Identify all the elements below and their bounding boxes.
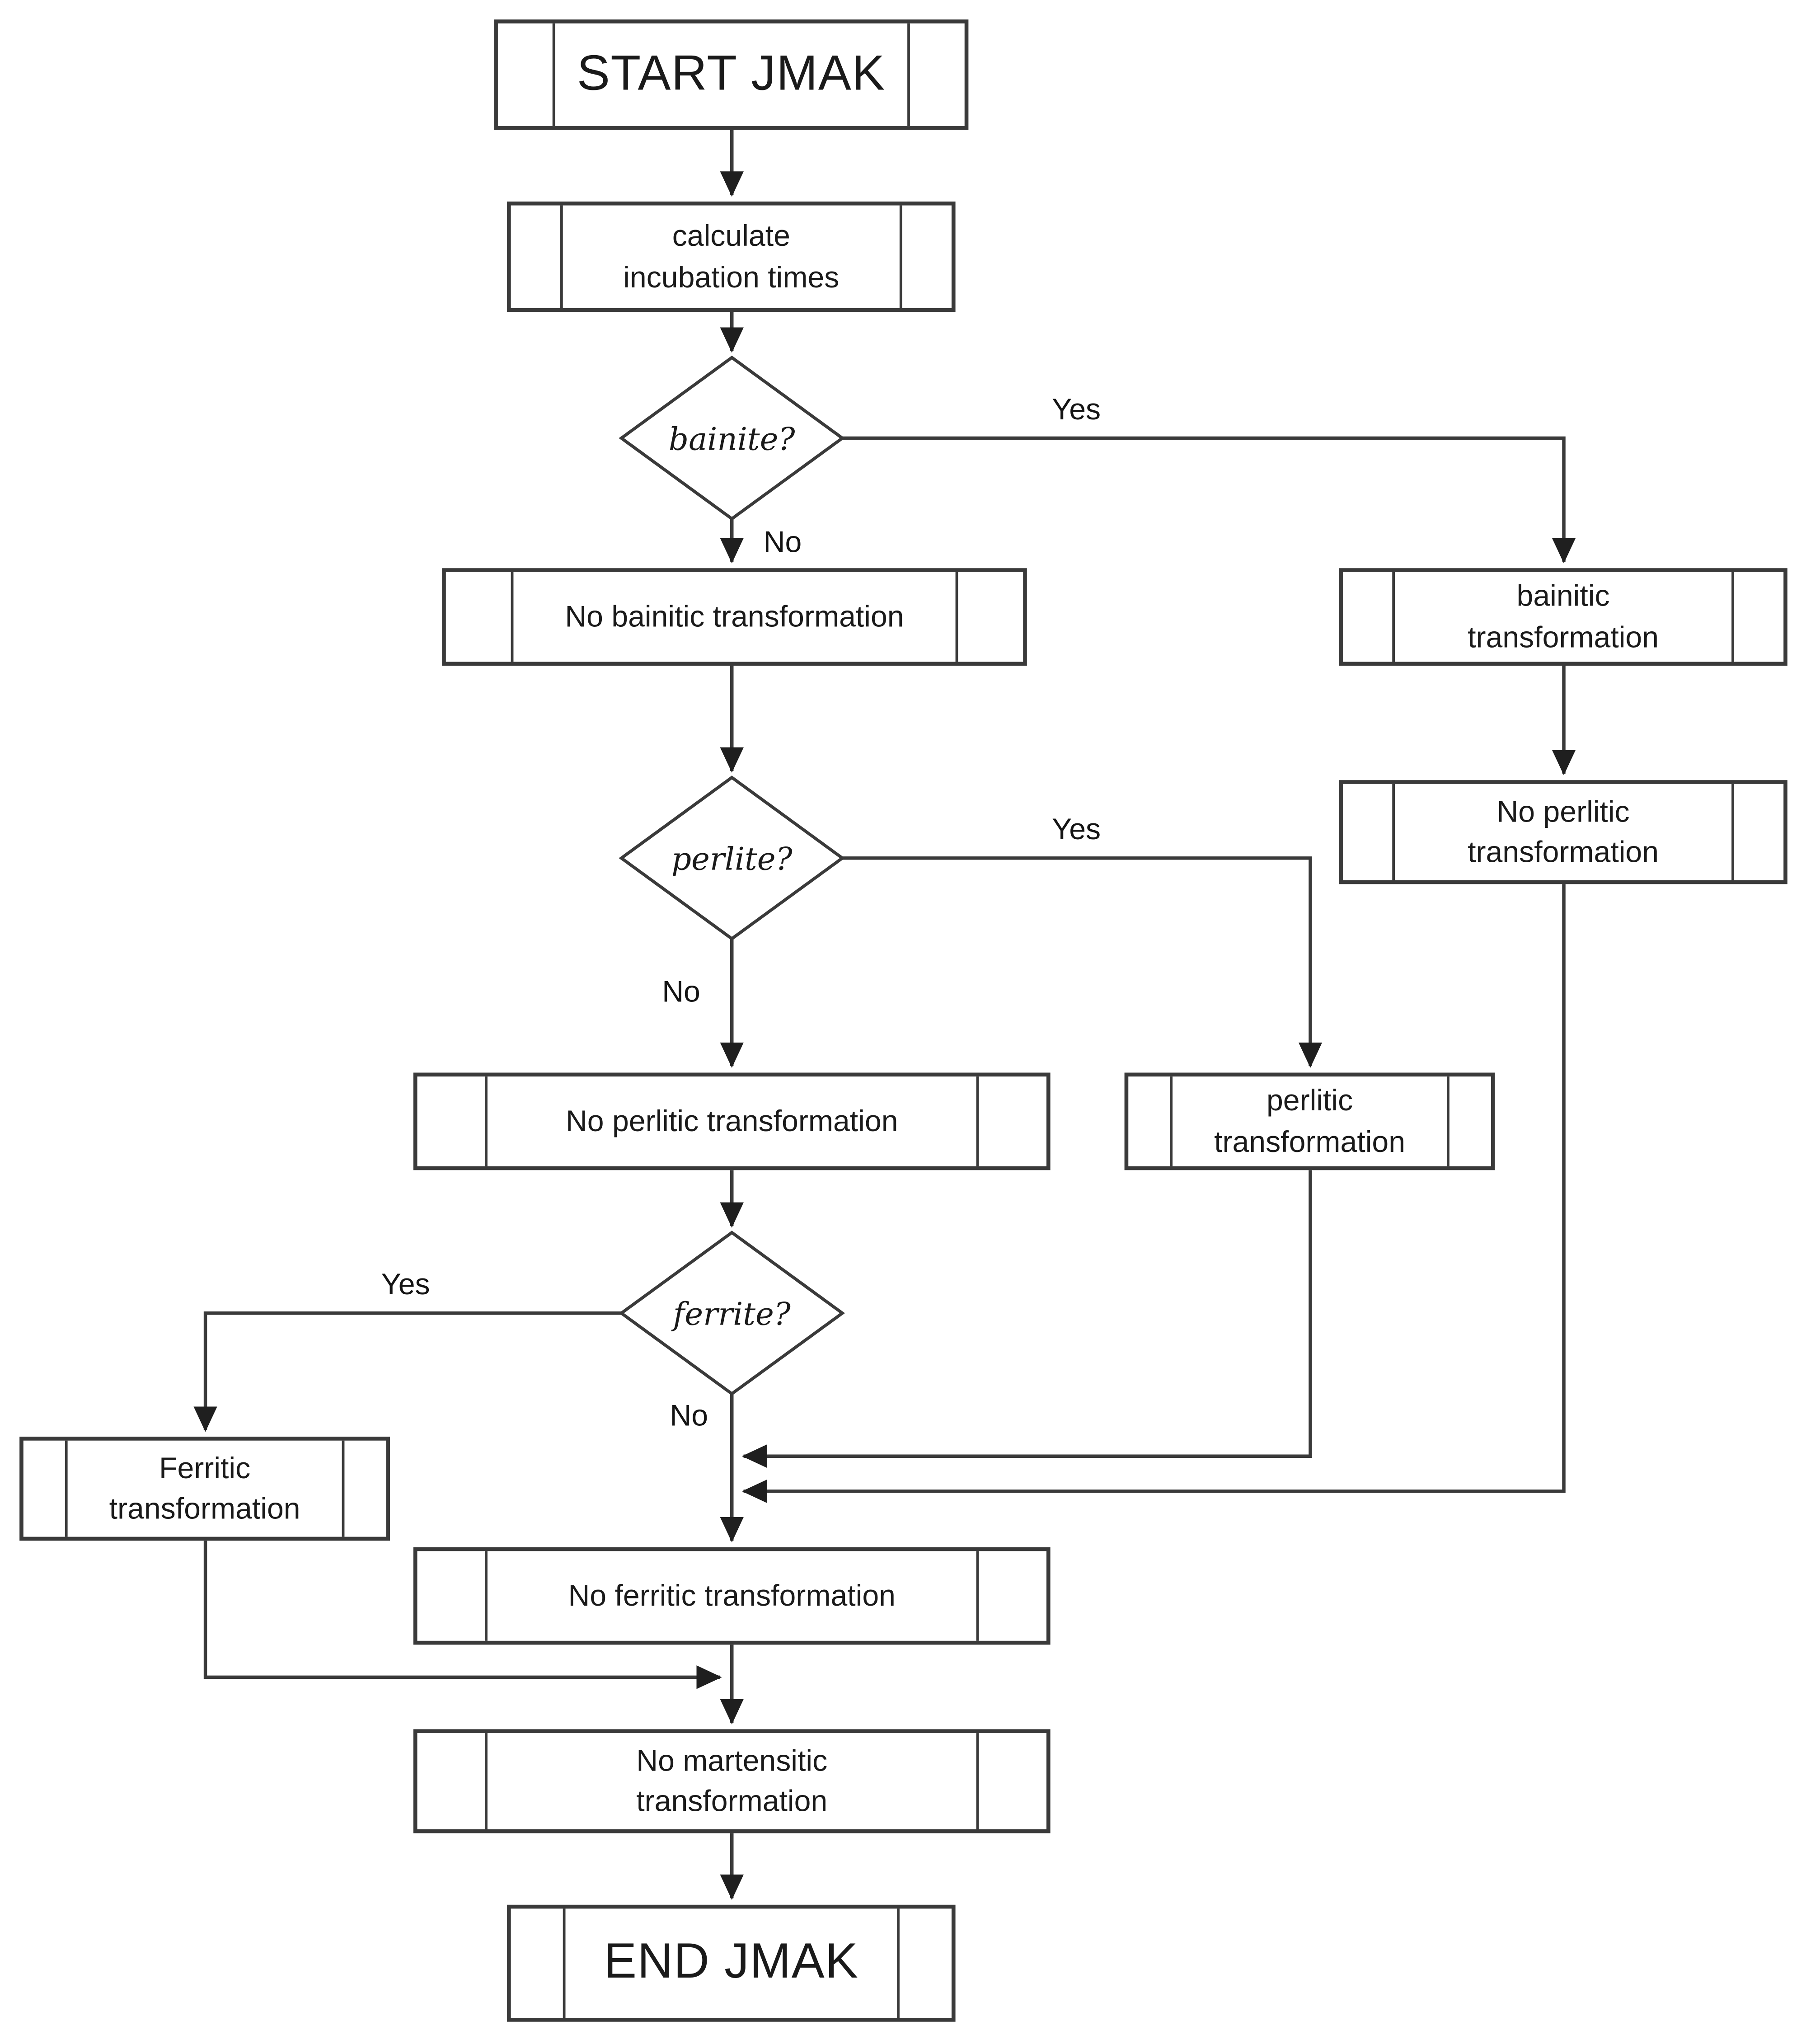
edge-ferritic-merge: [203, 1541, 722, 1689]
edge-label-perlite-no: No: [662, 974, 700, 1009]
edge-bainite-yes: [842, 436, 1576, 564]
edge-label-perlite-yes: Yes: [1052, 812, 1101, 846]
edge-perlitic-merge: [741, 1170, 1312, 1468]
edge-label-bainite-no: No: [763, 524, 802, 559]
node-calc-incubation-label: calculate incubation times: [623, 219, 840, 293]
subprocess-bar: [899, 205, 902, 308]
subprocess-bar: [563, 1908, 566, 2018]
subprocess-bar: [976, 1551, 979, 1641]
decision-perlite-label: perlite?: [671, 841, 793, 878]
node-end: END JMAK: [507, 1904, 956, 2022]
edge-noperlitic-right-merge: [741, 884, 1566, 1504]
subprocess-bar: [1392, 784, 1395, 880]
subprocess-bar: [342, 1440, 345, 1537]
node-perlitic: perlitic transformation: [1124, 1072, 1495, 1170]
subprocess-bar: [485, 1076, 488, 1166]
edge-label-ferrite-yes: Yes: [381, 1267, 430, 1301]
decision-perlite-shape: [619, 775, 845, 941]
subprocess-bar: [1447, 1076, 1449, 1166]
subprocess-bar: [1731, 572, 1734, 662]
subprocess-bar: [1392, 572, 1395, 662]
node-ferritic-label: Ferritic transformation: [109, 1451, 300, 1525]
node-calc-incubation: calculate incubation times: [507, 201, 956, 312]
node-ferritic: Ferritic transformation: [19, 1437, 390, 1541]
subprocess-bar: [976, 1076, 979, 1166]
subprocess-bar: [1170, 1076, 1173, 1166]
subprocess-bar: [976, 1733, 979, 1829]
decision-bainite-label: bainite?: [668, 421, 795, 458]
decision-ferrite-shape: [619, 1231, 845, 1396]
node-no-bainitic-label: No bainitic transformation: [565, 599, 904, 634]
subprocess-bar: [485, 1551, 488, 1641]
edge-label-bainite-yes: Yes: [1052, 392, 1101, 426]
node-no-perlitic-right: No perlitic transformation: [1339, 780, 1787, 884]
node-perlitic-label: perlitic transformation: [1214, 1083, 1406, 1158]
node-bainitic-label: bainitic transformation: [1468, 579, 1659, 653]
decision-ferrite-label: ferrite?: [673, 1296, 791, 1333]
decision-bainite-shape: [619, 355, 845, 521]
subprocess-bar: [552, 23, 555, 127]
node-no-perlitic-left: No perlitic transformation: [413, 1072, 1051, 1170]
node-end-label: END JMAK: [604, 1935, 859, 1990]
edge-label-ferrite-no: No: [670, 1398, 708, 1433]
node-no-ferritic-label: No ferritic transformation: [568, 1578, 896, 1612]
subprocess-bar: [955, 572, 958, 662]
node-no-bainitic: No bainitic transformation: [442, 568, 1027, 666]
node-no-perlitic-right-label: No perlitic transformation: [1468, 794, 1659, 869]
node-no-ferritic: No ferritic transformation: [413, 1547, 1051, 1645]
subprocess-bar: [897, 1908, 900, 2018]
node-no-perlitic-left-label: No perlitic transformation: [565, 1104, 898, 1138]
edge-perlite-yes: [842, 856, 1323, 1068]
subprocess-bar: [1731, 784, 1734, 880]
subprocess-bar: [560, 205, 563, 308]
node-no-martensitic: No martensitic transformation: [413, 1729, 1051, 1833]
node-start: START JMAK: [494, 19, 969, 130]
edge-ferrite-yes: [193, 1311, 622, 1432]
subprocess-bar: [511, 572, 514, 662]
subprocess-bar: [65, 1440, 68, 1537]
subprocess-bar: [485, 1733, 488, 1829]
node-no-martensitic-label: No martensitic transformation: [636, 1743, 828, 1818]
node-bainitic: bainitic transformation: [1339, 568, 1787, 666]
subprocess-bar: [907, 23, 910, 127]
node-start-label: START JMAK: [577, 47, 886, 101]
